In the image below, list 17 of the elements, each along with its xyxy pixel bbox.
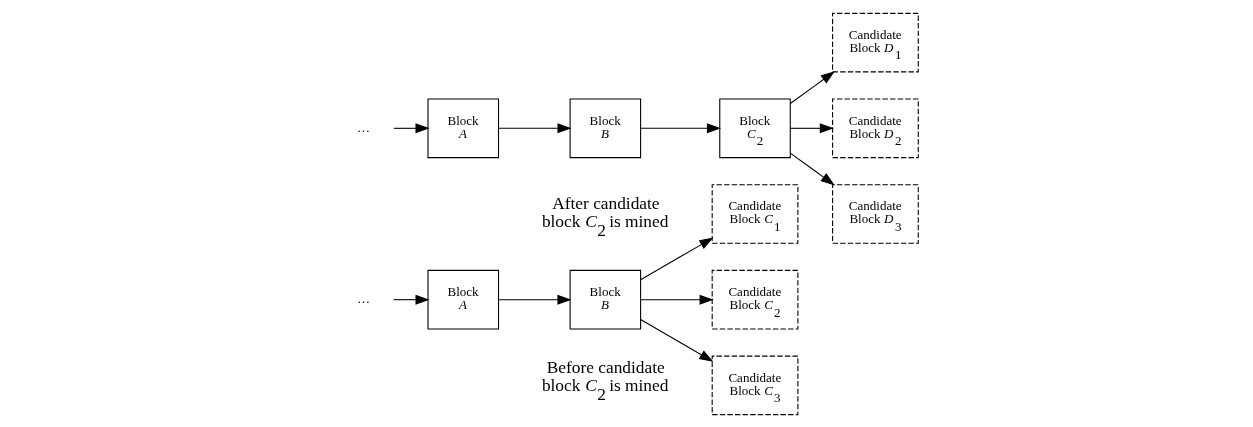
node-box: Block A — [427, 98, 500, 158]
arrow — [393, 122, 430, 133]
arrow — [498, 294, 572, 305]
node-box: Block B — [569, 98, 642, 158]
arrow — [393, 294, 430, 305]
arrow — [498, 122, 572, 133]
arrow — [789, 152, 835, 185]
arrow — [640, 237, 714, 280]
arrow — [789, 70, 835, 104]
arrow — [640, 122, 722, 133]
node-box: Block B — [569, 269, 642, 329]
arrow — [640, 294, 714, 305]
node-text: … — [356, 119, 370, 135]
arrow — [640, 318, 714, 362]
node-box: Block A — [427, 269, 500, 329]
node-text: … — [356, 290, 370, 306]
arrow — [789, 122, 834, 133]
